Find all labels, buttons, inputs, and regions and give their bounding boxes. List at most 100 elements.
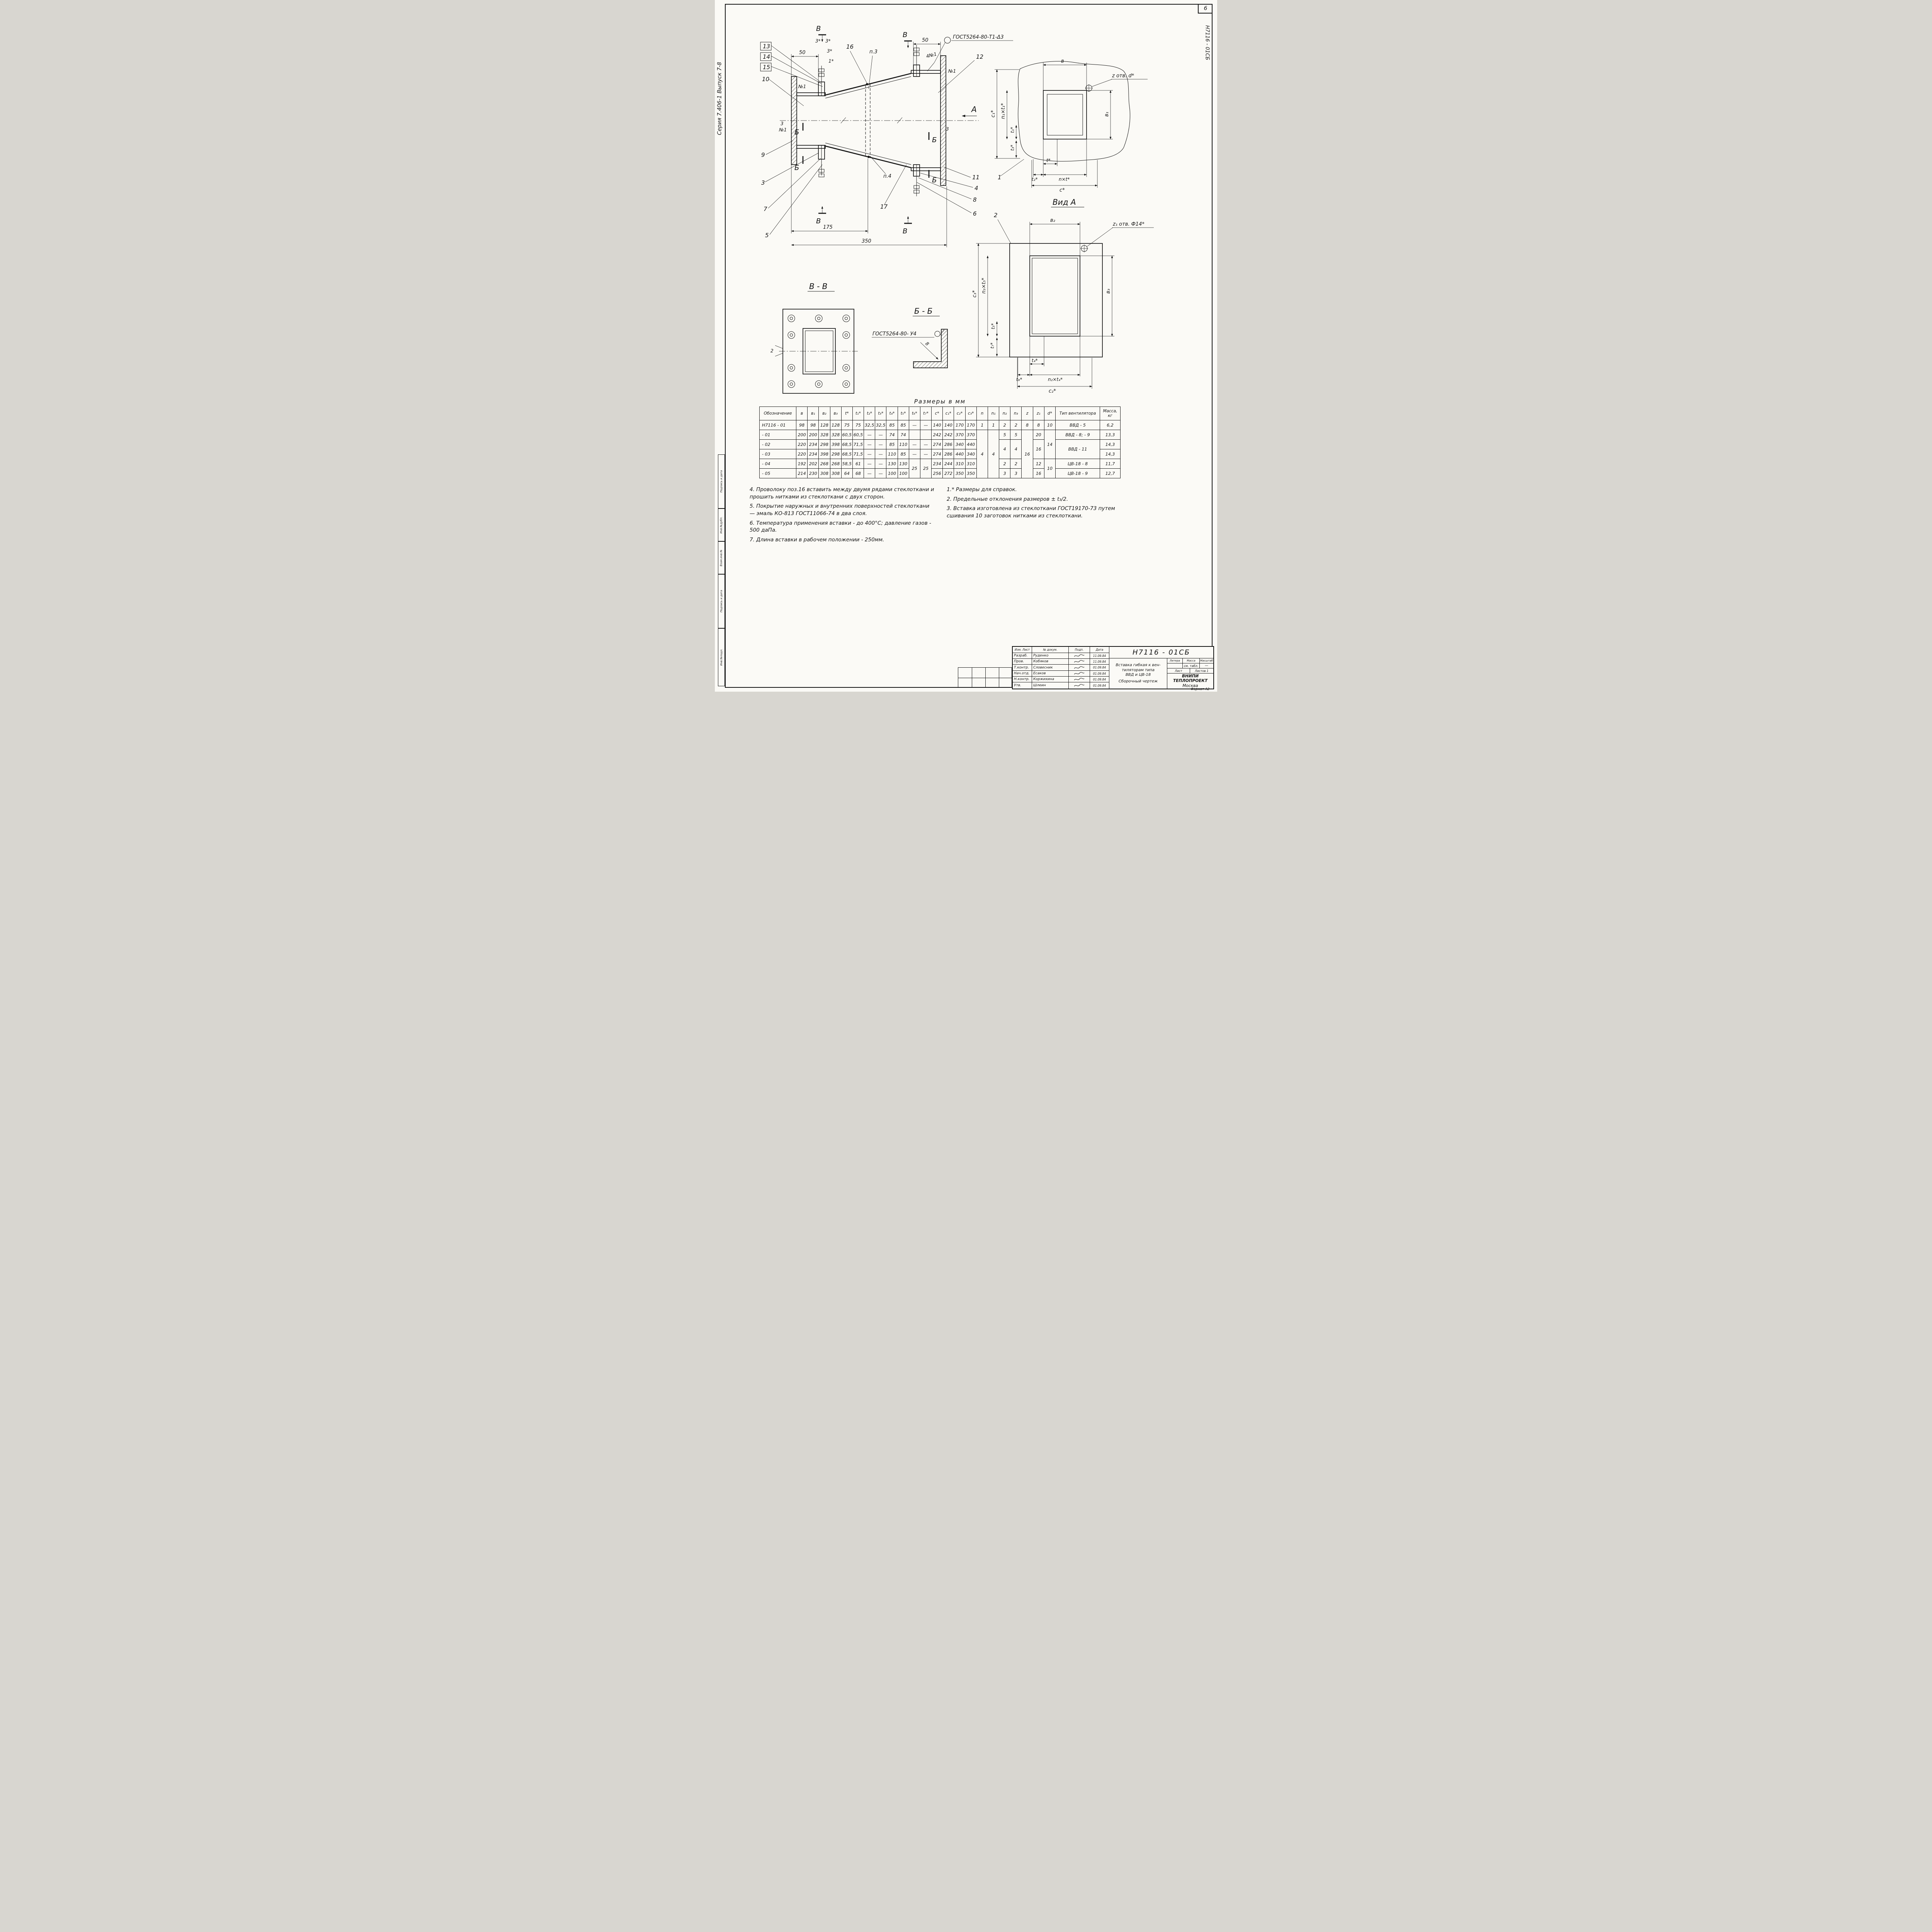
col-header: в xyxy=(796,406,808,420)
doc-number: Н7116 - 01СБ xyxy=(1109,647,1213,658)
dim-2-thickness: 2 xyxy=(770,348,774,354)
table-cell: 85 xyxy=(897,420,909,430)
tb-role: Нач.отд. xyxy=(1013,671,1032,677)
dim-50-right: 50 xyxy=(922,37,929,43)
dim-n3t5: n₃×t₅* xyxy=(981,277,987,294)
doc-title-line: ВВД и ЦВ-18 xyxy=(1125,673,1151,677)
table-cell: 32,5 xyxy=(875,420,887,430)
organization: ВНИПИ ТЕПЛОПРОЕКТ Москва xyxy=(1167,673,1213,689)
massa-label: Масса xyxy=(1183,658,1200,663)
table-cell: - 01 xyxy=(759,430,796,440)
dim-350: 350 xyxy=(862,238,871,244)
table-cell: — xyxy=(920,439,932,449)
table-cell: 440 xyxy=(954,449,966,459)
doc-title-line: тиляторам типа xyxy=(1122,668,1155,672)
table-cell: 370 xyxy=(965,430,977,440)
note: 4. Проволоку поз.16 вставить между двумя… xyxy=(750,486,934,500)
margin-stamp-box: Инв.№дубл. xyxy=(718,509,725,541)
table-cell: 3 xyxy=(1010,468,1022,478)
table-cell: — xyxy=(875,459,887,469)
col-header: с₃* xyxy=(965,406,977,420)
table-cell: 1 xyxy=(976,420,988,430)
note: 3. Вставка изготовлена из стеклоткани ГО… xyxy=(947,505,1115,519)
signature-scribble xyxy=(1069,677,1090,682)
drawing-canvas: В В В В Б Б Б Б А 50 xyxy=(760,25,1154,394)
dim-c1: с₁* xyxy=(990,110,996,117)
table-cell: 130 xyxy=(897,459,909,469)
table-cell: 272 xyxy=(942,468,954,478)
table-cell xyxy=(920,430,932,440)
table-cell: 440 xyxy=(965,439,977,449)
table-cell: — xyxy=(875,430,887,440)
table-cell: 140 xyxy=(931,420,943,430)
table-cell: 10 xyxy=(1044,420,1056,430)
section-mark-v: В xyxy=(816,217,821,225)
note: 2. Предельные отклонения размеров ± t₃/2… xyxy=(947,496,1068,502)
table-cell: 10 xyxy=(1044,459,1056,478)
table-cell: 85 xyxy=(886,439,898,449)
massa-value: см. табл. xyxy=(1183,663,1200,668)
col-header: t₅* xyxy=(897,406,909,420)
dim-t2: t₂* xyxy=(1032,177,1038,182)
section-v-v: В - В 2 xyxy=(770,282,858,394)
table-cell: - 04 xyxy=(759,459,796,469)
dim-50-left: 50 xyxy=(799,50,806,56)
callout-15: 15 xyxy=(763,64,770,71)
dim-v2: в₂ xyxy=(1050,218,1055,223)
view-a-label: Вид А xyxy=(1053,197,1076,207)
dim-t6: t₆* xyxy=(1016,377,1022,382)
margin-stamp-label: Взам.инв.№ xyxy=(720,549,723,566)
dim-3star: 3* xyxy=(825,38,831,44)
table-cell: — xyxy=(920,420,932,430)
col-header: Тип вентилятора xyxy=(1055,406,1100,420)
col-header: t₆* xyxy=(908,406,920,420)
table-cell: 2 xyxy=(1010,420,1022,430)
table-cell: 74 xyxy=(897,430,909,440)
callout-12: 12 xyxy=(976,53,983,60)
table-cell: 286 xyxy=(942,449,954,459)
table-cell: 214 xyxy=(796,468,808,478)
org-line: Москва xyxy=(1182,683,1198,688)
table-cell: 75 xyxy=(852,420,864,430)
col-header: t₄* xyxy=(886,406,898,420)
callout-17: 17 xyxy=(880,203,888,210)
table-cell: 13,3 xyxy=(1100,430,1121,440)
table-cell: 3 xyxy=(999,468,1011,478)
tb-date: 11.09.84 xyxy=(1090,653,1109,659)
table-cell: 310 xyxy=(965,459,977,469)
table-cell: 286 xyxy=(942,439,954,449)
dim-t: t* xyxy=(1046,158,1051,163)
list-label: Лист xyxy=(1167,668,1190,673)
table-cell: 98 xyxy=(796,420,808,430)
tb-name: Коржихина xyxy=(1032,677,1069,682)
tb-name: Шлеин xyxy=(1032,682,1069,689)
callout-9: 9 xyxy=(761,151,765,158)
table-cell: 298 xyxy=(818,439,830,449)
dim-t4: t₄* xyxy=(1032,358,1038,363)
dim-nt: n×t* xyxy=(1059,177,1070,182)
tb-role: Разраб. xyxy=(1013,653,1032,659)
col-header: t₁* xyxy=(852,406,864,420)
table-cell: ЦВ-18 - 8 xyxy=(1055,459,1100,469)
signature-scribble xyxy=(1069,659,1090,665)
label-no1: №1 xyxy=(798,84,806,89)
flange-outer xyxy=(1009,243,1103,357)
weld-spec-bb: ГОСТ5264-80- У4 xyxy=(872,331,917,337)
table-cell: — xyxy=(864,459,876,469)
table-cell: 4 xyxy=(1010,439,1022,459)
table-cell: 200 xyxy=(796,430,808,440)
table-cell: 85 xyxy=(886,420,898,430)
view-a: z отв. d* 1 в в₁ с₁* n₁×t₁* t₁* t₃* xyxy=(990,58,1148,207)
section-vv-label: В - В xyxy=(809,282,827,291)
litera-value xyxy=(1167,663,1183,668)
table-cell: 350 xyxy=(954,468,966,478)
flange-opening-inner xyxy=(1032,258,1078,334)
dim-c2: с₂* xyxy=(1049,388,1056,394)
flange-view-2: z₁ отв. Ф14* 2 в₂ в₃ с₃* n₃×t₅* t₅* t₇* xyxy=(972,212,1154,394)
dim-v: в xyxy=(1061,58,1064,64)
table-cell: ВВД - 5 xyxy=(1055,420,1100,430)
tb-header-date: Дата xyxy=(1090,647,1109,653)
table-cell: 16 xyxy=(1032,439,1044,459)
